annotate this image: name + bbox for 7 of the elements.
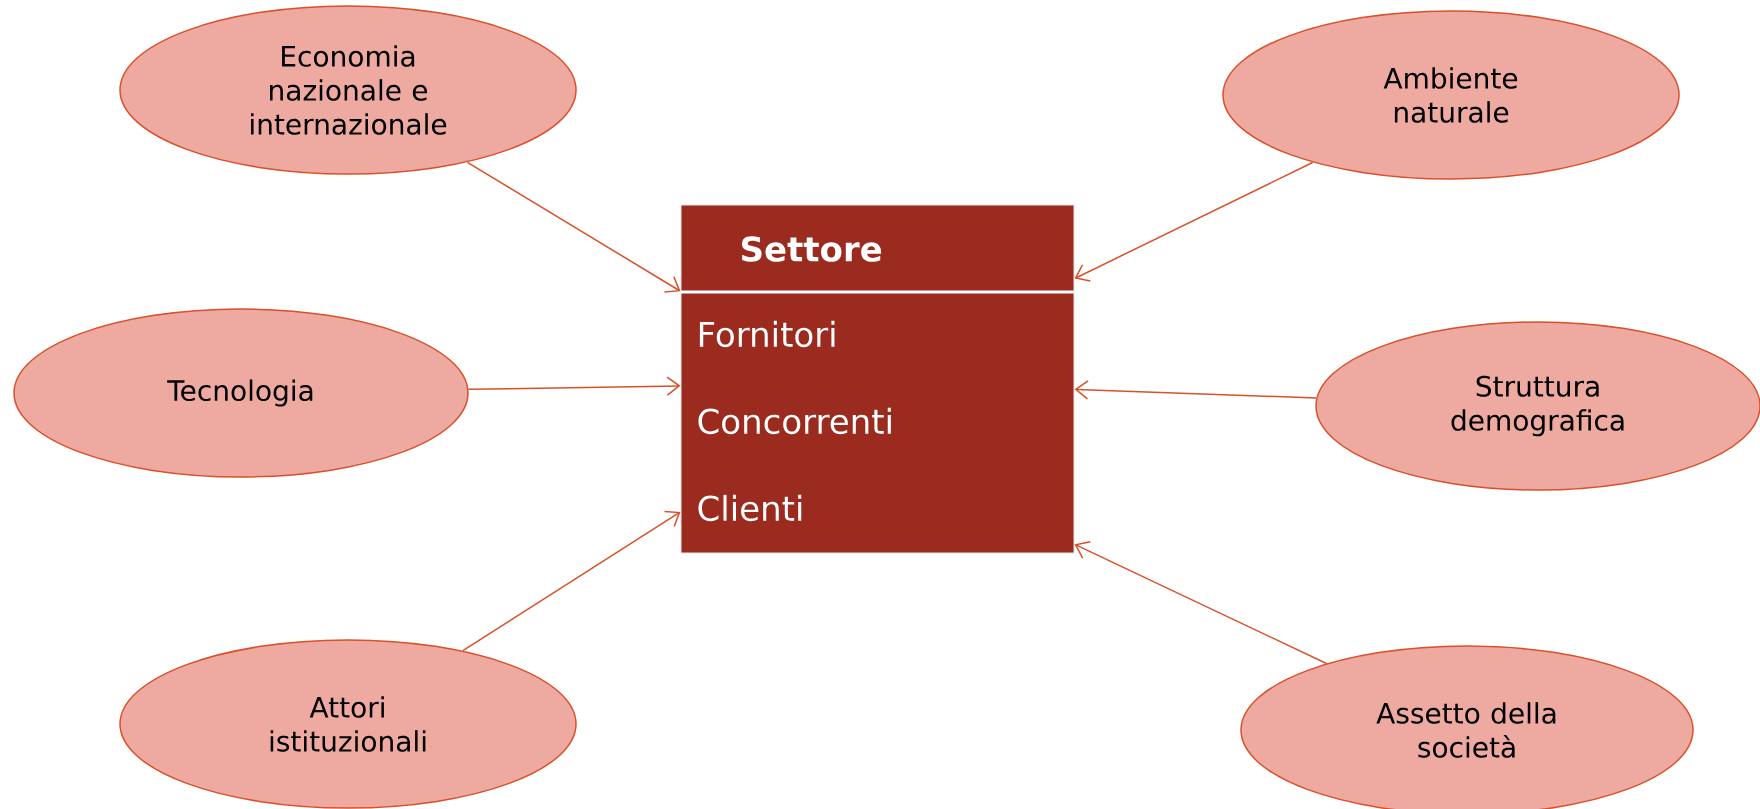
arrow <box>1074 380 1317 400</box>
arrow <box>466 161 681 293</box>
arrow <box>1074 161 1314 282</box>
arrow <box>462 510 681 652</box>
arrow <box>1074 541 1328 665</box>
arrow <box>467 376 681 396</box>
sector-box: Settore Fornitori Concorrenti Clienti <box>680 204 1075 554</box>
